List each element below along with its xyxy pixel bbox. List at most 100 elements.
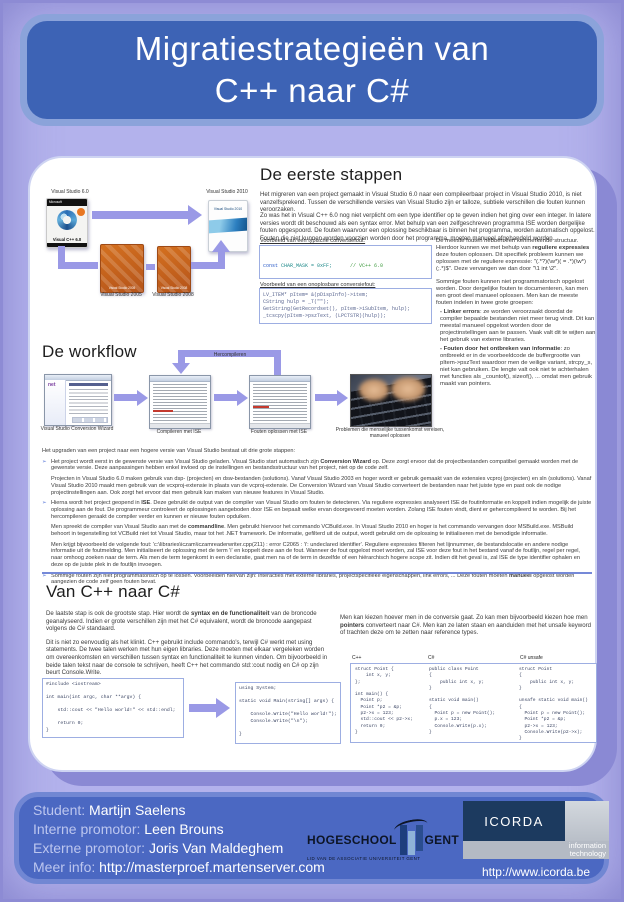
hogent-subtitle: LID VAN DE ASSOCIATIE UNIVERSITEIT GENT bbox=[307, 856, 421, 861]
table-header-cs-unsafe: C# unsafe bbox=[520, 655, 543, 661]
error-highlight bbox=[153, 410, 173, 412]
arrow-vs2005-to-vs2008-dash bbox=[146, 264, 155, 270]
left-hand-graphic bbox=[359, 379, 389, 401]
window-statusbar bbox=[150, 423, 210, 428]
icorda-logo: ICORDA information technology http://www… bbox=[463, 801, 609, 879]
window-statusbar bbox=[250, 423, 310, 428]
window-titlebar bbox=[150, 376, 210, 382]
recompile-loop-left bbox=[178, 350, 185, 363]
student-row: Student: Martijn Saelens bbox=[33, 802, 186, 818]
wizard-title-bar-graphic bbox=[69, 383, 108, 386]
section-title-workflow: De workflow bbox=[42, 342, 137, 361]
recompile-label: Hercompileren bbox=[213, 352, 247, 358]
externe-promotor-row: Externe promotor: Joris Van Maldeghem bbox=[33, 840, 284, 856]
vs2010-wave-graphic bbox=[209, 217, 247, 234]
interne-promotor-row: Interne promotor: Leen Brouns bbox=[33, 821, 224, 837]
visual-cpp-swirl-icon bbox=[57, 210, 77, 230]
workflow-caption-2: Compileren met ISE bbox=[156, 429, 202, 435]
es-right-paragraph-2: Sommige fouten kunnen niet programmatori… bbox=[436, 279, 588, 306]
es-ontbreken-informatie-item: - Fouten door het ontbreken van informat… bbox=[440, 346, 593, 387]
fix-errors-ise-screenshot bbox=[249, 375, 311, 429]
workflow-arrow-3-head-icon bbox=[337, 390, 348, 406]
compile-ise-screenshot bbox=[149, 375, 211, 429]
table-header-cs: C# bbox=[428, 655, 435, 661]
vs6-brand-label: Microsoft bbox=[47, 199, 87, 206]
error-list-lines bbox=[253, 384, 307, 423]
vs2008-caption: Visual Studio 2008 bbox=[152, 292, 194, 298]
icorda-tagline: information technology bbox=[463, 841, 609, 859]
recompile-loop-top bbox=[178, 350, 281, 357]
cs-hello-world-code: using System; static void Main(string[] … bbox=[235, 682, 341, 744]
dotnet-logo: net bbox=[48, 382, 56, 388]
cpp-hello-world-code: #include <iostream> int main(int argc, c… bbox=[42, 678, 184, 738]
code1-kw1: const bbox=[263, 263, 279, 269]
vs2010-caption: Visual Studio 2010 bbox=[206, 189, 248, 195]
workflow-arrow-3 bbox=[315, 394, 337, 401]
table-header-cpp: C++ bbox=[352, 655, 362, 661]
vs6-caption: Visual Studio 6.0 bbox=[51, 189, 89, 195]
arrow-vs6-to-vs2010-head-icon bbox=[188, 205, 202, 225]
icorda-gray-cell bbox=[565, 801, 609, 841]
hogeschool-gent-logo: HOGESCHOOL GENT LID VAN DE ASSOCIATIE UN… bbox=[307, 816, 459, 861]
conversion-wizard-screenshot: net bbox=[44, 374, 112, 426]
window-titlebar bbox=[45, 375, 111, 381]
van-paragraph-2: Dit is niet zo eenvoudig als het klinkt.… bbox=[46, 638, 328, 677]
conversion-arrow bbox=[189, 704, 216, 712]
content-panel: Visual Studio 6.0 Microsoft Visual C++ 6… bbox=[28, 156, 597, 772]
workflow-arrow-1 bbox=[114, 394, 137, 401]
vs6-badge-icon bbox=[77, 208, 85, 216]
code1-label: Voorbeeld van een typische conversiefout… bbox=[260, 238, 366, 244]
footer-bar: Student: Martijn Saelens Interne promoto… bbox=[14, 792, 609, 884]
vs6-box-art: Microsoft Visual C++ 6.0 bbox=[46, 198, 88, 248]
arrow-vs2008-right-shaft bbox=[191, 262, 224, 269]
masterproef-url[interactable]: http://masterproef.martenserver.com bbox=[99, 859, 325, 875]
wizard-text-lines bbox=[69, 389, 108, 415]
workflow-arrow-1-head-icon bbox=[137, 390, 148, 406]
arrow-vs6-to-vs2005 bbox=[58, 262, 98, 269]
hogent-name2: GENT bbox=[424, 833, 459, 847]
step-2-paragraph-2: Men spreekt de compiler van Visual Studi… bbox=[51, 524, 574, 538]
icorda-url[interactable]: http://www.icorda.be bbox=[481, 865, 591, 879]
table-col-cs: public class Point{ public int x, y;} st… bbox=[429, 667, 496, 735]
code1-id1: CHAR_MASK = 0xFF; bbox=[278, 263, 351, 269]
compiler-output-lines bbox=[153, 384, 207, 423]
section-title-eerste-stappen: De eerste stappen bbox=[260, 165, 403, 184]
van-left-column: De laatste stap is ook de grootste stap.… bbox=[46, 610, 328, 677]
vs2005-box-art: Visual Studio 2005 bbox=[100, 244, 144, 293]
window-titlebar bbox=[250, 376, 310, 382]
code1-comment1: // VC++ 6.0 bbox=[350, 263, 384, 269]
van-pointers-paragraph: Men kan kiezen hoever men in de conversi… bbox=[340, 614, 592, 637]
step-bullet-1: ➢ Het project wordt eerst in de gewenste… bbox=[42, 458, 579, 472]
title-box-inner: Migratiestrategieën van C++ naar C# bbox=[27, 21, 597, 119]
es-right-paragraph-1: De meeste fouten hebben een kenmerkende … bbox=[436, 238, 590, 272]
steps-intro: Het upgraden van een project naar een ho… bbox=[42, 448, 296, 454]
poster-title-line2: C++ naar C# bbox=[214, 72, 410, 109]
es-paragraph-1: Het migreren van een project gemaakt in … bbox=[260, 191, 586, 214]
pointer-conversion-table: struct Point { int x, y;}; int main() { … bbox=[350, 663, 597, 743]
arrow-vs2008-to-vs2010-head-icon bbox=[212, 240, 230, 252]
upgrade-steps-block: Het upgraden van een project naar een ho… bbox=[42, 448, 592, 590]
wizard-buttons-graphic bbox=[72, 417, 108, 423]
vs6-product-label: Visual C++ 6.0 bbox=[52, 237, 82, 242]
poster-title-line1: Migratiestrategieën van bbox=[134, 30, 490, 67]
workflow-caption-4: Problemen die menselijke tussenkomst ver… bbox=[335, 427, 445, 439]
keyboard-photo bbox=[350, 374, 432, 427]
vs2005-box-label: Visual Studio 2005 bbox=[108, 286, 136, 290]
workflow-caption-1: Visual Studio Conversion Wizard bbox=[40, 426, 114, 432]
icorda-logo-grid: ICORDA information technology bbox=[463, 801, 609, 859]
vs2008-box-art: Visual Studio 2008 bbox=[157, 246, 191, 293]
step-2-paragraph-3: Men krijgt bijvoorbeeld de volgende fout… bbox=[51, 541, 580, 568]
vs2005-caption: Visual Studio 2005 bbox=[100, 292, 142, 298]
workflow-arrow-2-head-icon bbox=[237, 390, 248, 406]
title-box: Migratiestrategieën van C++ naar C# bbox=[20, 14, 604, 126]
workflow-arrow-2 bbox=[214, 394, 237, 401]
arrow-vs2008-up-shaft bbox=[218, 251, 225, 269]
workflow-caption-3: Fouten oplossen met ISE bbox=[250, 429, 308, 435]
right-hand-graphic bbox=[391, 377, 425, 401]
code-block-onoplosbare-fout: LV_ITEM* pItem= &(pDispInfo)->item;CStri… bbox=[259, 288, 432, 324]
credits-block: Student: Martijn Saelens Interne promoto… bbox=[33, 801, 325, 877]
es-linker-errors-item: - Linker errors: ze worden veroorzaakt d… bbox=[440, 309, 596, 343]
meer-info-row: Meer info: http://masterproef.martenserv… bbox=[33, 859, 325, 875]
conversion-arrow-head-icon bbox=[216, 698, 230, 718]
